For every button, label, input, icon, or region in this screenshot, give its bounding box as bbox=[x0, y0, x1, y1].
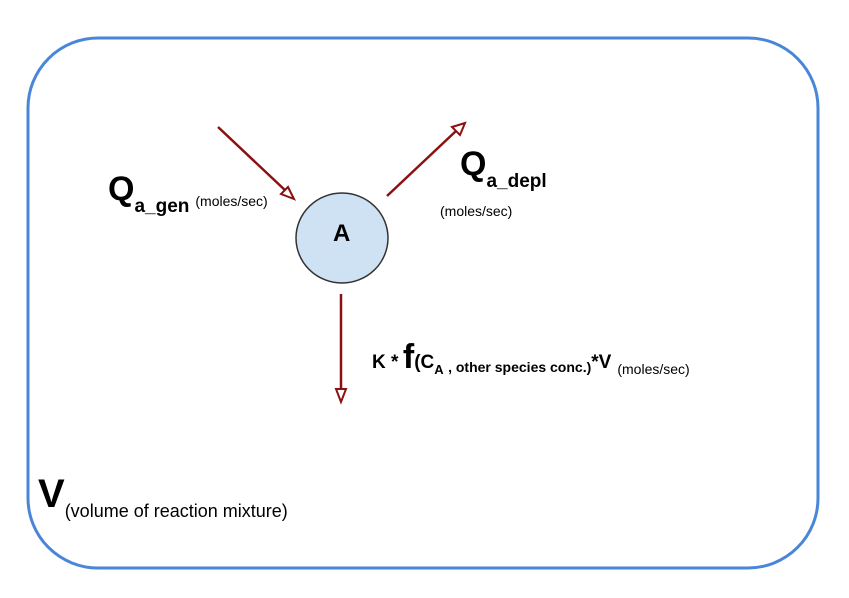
other-species-text: , other species conc.) bbox=[448, 359, 592, 375]
reaction-rate-expression: K * f(CA , other species conc.)*V (moles/… bbox=[372, 338, 690, 377]
species-a-node bbox=[295, 192, 389, 284]
reaction-arrow bbox=[334, 294, 348, 405]
reaction-rate-unit: (moles/sec) bbox=[617, 361, 690, 377]
generation-subscript: a_gen bbox=[134, 196, 190, 217]
species-a-label: A bbox=[333, 220, 351, 247]
generation-rate-label: Qa_gen (moles/sec) bbox=[108, 170, 268, 216]
times-volume: *V bbox=[591, 352, 612, 373]
depletion-rate-label: Qa_depl bbox=[460, 145, 547, 191]
concentration-subscript: A bbox=[434, 362, 444, 377]
generation-arrow bbox=[217, 126, 297, 201]
generation-unit: (moles/sec) bbox=[195, 193, 268, 209]
depletion-subscript: a_depl bbox=[486, 171, 547, 192]
concentration-open: (C bbox=[414, 352, 435, 373]
volume-symbol: V bbox=[38, 472, 65, 516]
generation-symbol: Q bbox=[108, 170, 135, 208]
volume-label: V(volume of reaction mixture) bbox=[38, 472, 288, 520]
rate-constant: K * bbox=[372, 352, 399, 373]
depletion-arrow bbox=[386, 121, 467, 197]
reaction-volume-boundary bbox=[26, 36, 820, 570]
rate-function: f bbox=[402, 338, 415, 376]
depletion-symbol: Q bbox=[460, 145, 487, 183]
volume-description: (volume of reaction mixture) bbox=[64, 501, 288, 521]
depletion-unit: (moles/sec) bbox=[440, 203, 513, 219]
